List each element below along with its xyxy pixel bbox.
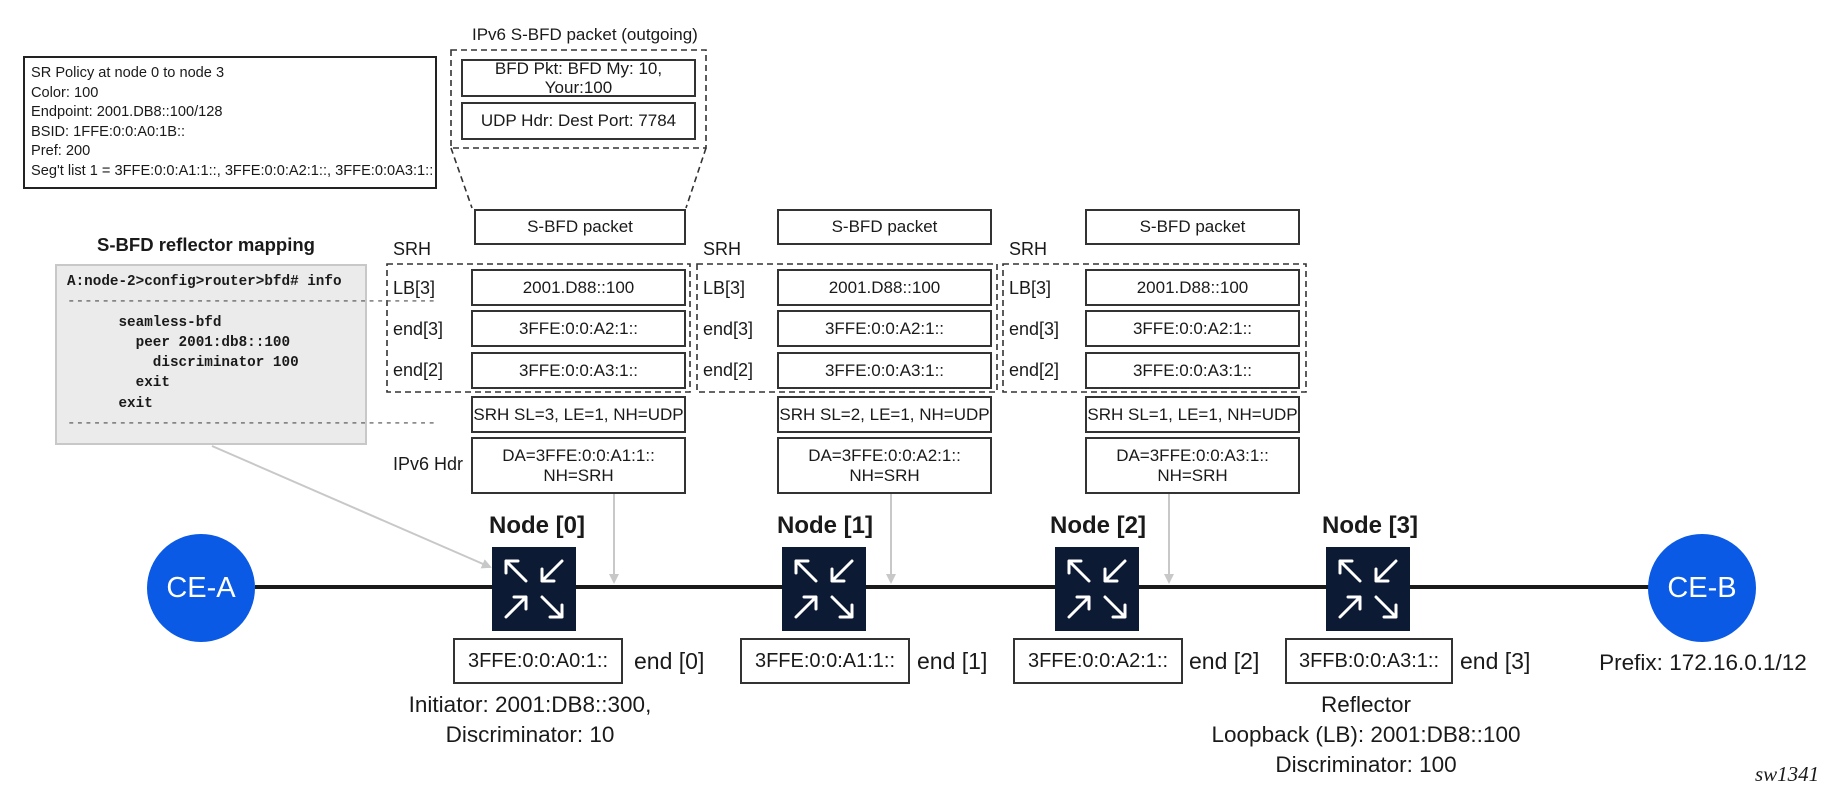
reflector-note: Reflector Loopback (LB): 2001:DB8::100 D… xyxy=(1186,690,1546,780)
node-1-address: 3FFE:0:0:A1:1:: xyxy=(740,638,910,684)
end3-label-0: end[3] xyxy=(393,319,444,339)
node-3-end-label: end [3] xyxy=(1460,648,1531,674)
policy-line: Seg't list 1 = 3FFE:0:0:A1:1::, 3FFE:0:0… xyxy=(31,162,434,179)
ce-a-node: CE-A xyxy=(147,534,255,642)
router-3-icon xyxy=(1326,547,1410,631)
end3-segment-2: 3FFE:0:0:A2:1:: xyxy=(1085,310,1300,347)
node-3-title: Node [3] xyxy=(1322,512,1418,539)
prefix-label: Prefix: 172.16.0.1/12 xyxy=(1599,650,1807,675)
end2-label-1: end[2] xyxy=(703,360,754,380)
node-2-address: 3FFE:0:0:A2:1:: xyxy=(1013,638,1183,684)
sbfd-packet-box-2: S-BFD packet xyxy=(1085,209,1300,245)
ipv6-nh-1: NH=SRH xyxy=(849,465,920,485)
initiator-note: Initiator: 2001:DB8::300, Discriminator:… xyxy=(380,690,680,750)
node-1-end-label: end [1] xyxy=(917,648,988,674)
ipv6-header-2: DA=3FFE:0:0:A3:1:: NH=SRH xyxy=(1085,437,1300,494)
mapping-prompt: A:node-2>config>router>bfd# info xyxy=(67,274,342,290)
initiator-discriminator: Discriminator: 10 xyxy=(445,722,615,747)
mapping-rule-bottom: ----------------------------------------… xyxy=(67,416,436,433)
reflector-title: Reflector xyxy=(1320,692,1412,717)
outgoing-packet-title: IPv6 S-BFD packet (outgoing) xyxy=(469,25,701,45)
lb3-label-2: LB[3] xyxy=(1009,278,1052,298)
end2-segment-2: 3FFE:0:0:A3:1:: xyxy=(1085,352,1300,389)
lb3-label-1: LB[3] xyxy=(703,278,746,298)
node-3-address: 3FFB:0:0:A3:1:: xyxy=(1285,638,1453,684)
node-0-end-label: end [0] xyxy=(634,648,705,674)
srh-header-2: SRH SL=1, LE=1, NH=UDP xyxy=(1085,396,1300,433)
ipv6-nh-2: NH=SRH xyxy=(1157,465,1228,485)
reflector-loopback: Loopback (LB): 2001:DB8::100 xyxy=(1211,722,1521,747)
figure-id: sw1341 xyxy=(1755,762,1820,786)
mapping-config-box: A:node-2>config>router>bfd# info -------… xyxy=(55,264,436,445)
router-0-icon xyxy=(492,547,576,631)
mapping-line: seamless-bfd xyxy=(67,314,222,331)
srh-label-2: SRH xyxy=(1009,239,1048,259)
end3-label-1: end[3] xyxy=(703,319,754,339)
srh-label-0: SRH xyxy=(393,239,432,259)
sr-policy-box: SR Policy at node 0 to node 3 Color: 100… xyxy=(23,56,437,189)
srh-label-1: SRH xyxy=(703,239,742,259)
ipv6-da-2: DA=3FFE:0:0:A3:1:: xyxy=(1116,446,1269,466)
mapping-line: discriminator 100 xyxy=(67,355,299,372)
initiator-address: Initiator: 2001:DB8::300, xyxy=(408,692,652,717)
ce-b-node: CE-B xyxy=(1648,534,1756,642)
mapping-line: peer 2001:db8::100 xyxy=(67,334,291,351)
lb-segment-0: 2001.D88::100 xyxy=(471,269,686,306)
router-1-icon xyxy=(782,547,866,631)
ipv6-header-0: DA=3FFE:0:0:A1:1:: NH=SRH xyxy=(471,437,686,494)
srh-header-1: SRH SL=2, LE=1, NH=UDP xyxy=(777,396,992,433)
node-0-title: Node [0] xyxy=(489,512,585,539)
lb-segment-1: 2001.D88::100 xyxy=(777,269,992,306)
node-2-end-label: end [2] xyxy=(1189,648,1260,674)
ipv6-da-0: DA=3FFE:0:0:A1:1:: xyxy=(502,446,655,466)
ipv6-da-1: DA=3FFE:0:0:A2:1:: xyxy=(808,446,961,466)
end2-segment-0: 3FFE:0:0:A3:1:: xyxy=(471,352,686,389)
end2-label-2: end[2] xyxy=(1009,360,1060,380)
mapping-arrow xyxy=(211,445,492,569)
router-2-icon xyxy=(1055,547,1139,631)
sbfd-packet-box-0: S-BFD packet xyxy=(474,209,686,245)
end3-segment-1: 3FFE:0:0:A2:1:: xyxy=(777,310,992,347)
ipv6-header-1: DA=3FFE:0:0:A2:1:: NH=SRH xyxy=(777,437,992,494)
lb-segment-2: 2001.D88::100 xyxy=(1085,269,1300,306)
lb3-label-0: LB[3] xyxy=(393,278,436,298)
mapping-rule-top: ----------------------------------------… xyxy=(67,294,436,311)
bfd-packet-box: BFD Pkt: BFD My: 10, Your:100 xyxy=(461,59,696,97)
node-2-title: Node [2] xyxy=(1050,512,1146,539)
reflector-discriminator: Discriminator: 100 xyxy=(1275,752,1457,777)
end2-label-0: end[2] xyxy=(393,360,444,380)
mapping-line: exit xyxy=(67,395,153,412)
end2-segment-1: 3FFE:0:0:A3:1:: xyxy=(777,352,992,389)
zoom-line-left xyxy=(450,147,473,209)
end3-label-2: end[3] xyxy=(1009,319,1060,339)
zoom-line-right xyxy=(685,147,707,209)
srh-frame-0 xyxy=(386,263,691,393)
node-0-address: 3FFE:0:0:A0:1:: xyxy=(453,638,623,684)
mapping-line: exit xyxy=(67,375,170,392)
mapping-title: S-BFD reflector mapping xyxy=(97,234,315,255)
udp-header-box: UDP Hdr: Dest Port: 7784 xyxy=(461,102,696,140)
policy-line: Color: 100 xyxy=(31,84,99,101)
node-1-title: Node [1] xyxy=(777,512,873,539)
policy-line: BSID: 1FFE:0:0:A0:1B:: xyxy=(31,123,186,140)
srh-frame-1 xyxy=(696,263,998,393)
policy-line: SR Policy at node 0 to node 3 xyxy=(31,65,225,81)
srh-header-0: SRH SL=3, LE=1, NH=UDP xyxy=(471,396,686,433)
srh-frame-2 xyxy=(1002,263,1307,393)
policy-line: Endpoint: 2001.DB8::100/128 xyxy=(31,104,223,121)
end3-segment-0: 3FFE:0:0:A2:1:: xyxy=(471,310,686,347)
ipv6-label-0: IPv6 Hdr xyxy=(393,454,464,474)
sbfd-packet-box-1: S-BFD packet xyxy=(777,209,992,245)
policy-line: Pref: 200 xyxy=(31,143,91,160)
ipv6-nh-0: NH=SRH xyxy=(543,465,614,485)
outgoing-packet-frame xyxy=(450,49,707,149)
